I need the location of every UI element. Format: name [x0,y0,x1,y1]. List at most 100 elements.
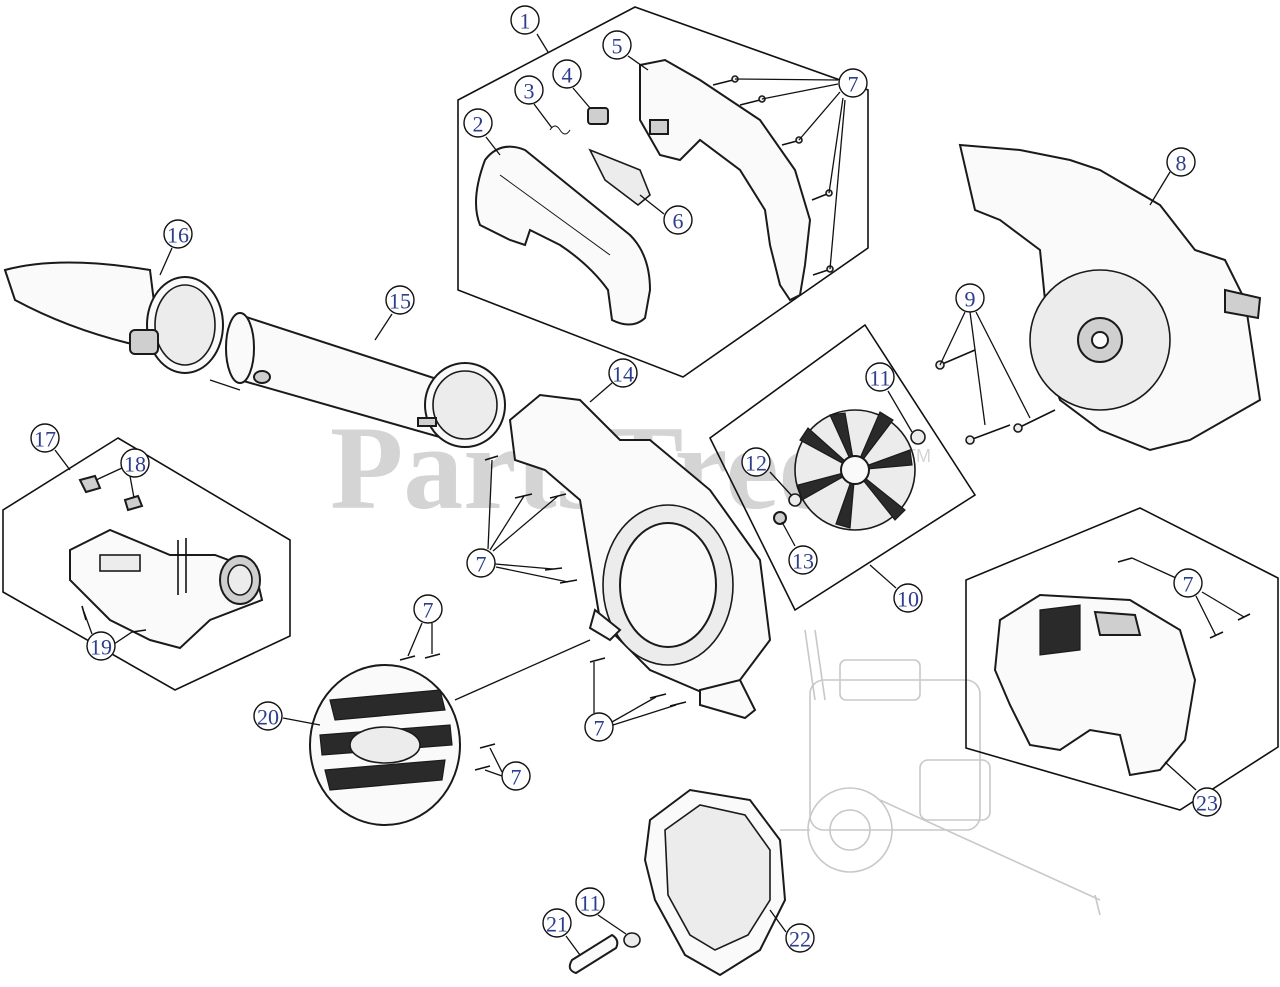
callout-c7b: 7 [466,548,496,578]
frame-handle-assembly [457,6,869,378]
part-washer [623,932,641,948]
callout-leader-c5-0 [627,55,649,71]
callout-circle-c2 [463,108,493,138]
callout-leader-c14-0 [589,382,613,403]
callout-circle-c11a [865,362,895,392]
callout-label-c7a: 7 [848,72,859,97]
callout-label-c11b: 11 [579,891,600,916]
callout-leader-c7b-2 [492,495,559,552]
callout-leader-c7d-2 [612,704,677,726]
leader-lines [209,379,591,701]
part-switch [587,107,609,125]
callout-leader-c7b-4 [495,566,569,583]
callout-leader-c7e-1 [484,769,503,777]
callout-leader-c7b-0 [487,459,493,550]
callout-leader-c7f-0 [1131,557,1177,579]
callout-c9: 9 [955,283,985,313]
callout-circle-c16 [163,219,193,249]
callout-leader-c7a-1 [761,83,839,100]
callout-circle-c12 [741,447,771,477]
callout-label-c12: 12 [745,451,767,476]
part-blower-tube [225,312,506,448]
callout-label-c21: 21 [546,912,568,937]
callout-c20: 20 [253,701,283,731]
callout-c8: 8 [1166,147,1196,177]
callout-c21: 21 [542,908,572,938]
part-fuel-tank [69,474,264,650]
callout-label-c7f: 7 [1183,572,1194,597]
callout-label-c5: 5 [612,34,623,59]
callout-leader-c6-0 [639,194,665,215]
callout-label-c15: 15 [389,289,411,314]
callout-leader-c18-0 [95,467,123,481]
callout-circle-c17 [30,423,60,453]
callout-label-c4: 4 [562,63,573,88]
callout-label-c16: 16 [167,223,189,248]
callout-c23: 23 [1192,787,1222,817]
callout-c7d: 7 [584,712,614,742]
callout-circle-c4 [552,59,582,89]
callout-leader-c7a-2 [798,91,841,141]
callout-c14: 14 [608,358,638,388]
frame-fuel-tank [2,437,291,691]
callout-leader-c7c-0 [407,622,423,657]
callout-leader-c8-0 [1149,171,1171,206]
screws-housing [399,455,687,771]
callout-leader-c7e-0 [489,747,503,773]
callout-c17: 17 [30,423,60,453]
callout-c15: 15 [385,285,415,315]
callout-leader-c7a-0 [734,78,839,81]
callout-circle-c7e [501,761,531,791]
callout-leader-c7d-1 [611,696,657,723]
callout-circle-c18 [120,448,150,478]
frame-engine-cover [965,507,1279,811]
callout-leader-c13-0 [781,521,796,547]
part-intake-guard [309,664,461,826]
callout-circle-c6 [663,205,693,235]
part-spring [549,125,571,135]
callout-leader-c18-1 [129,475,135,499]
callout-label-c2: 2 [473,112,484,137]
callout-c1: 1 [510,5,540,35]
callout-group: 1234567891011121314151617181977777201121… [30,5,1245,956]
callout-label-c6: 6 [673,209,684,234]
callout-circle-c8 [1166,147,1196,177]
callout-c12: 12 [741,447,771,477]
callout-c7f: 7 [1173,568,1203,598]
callout-leader-c15-0 [374,313,393,341]
part-engine-cover [993,557,1251,777]
callout-label-c11a: 11 [869,366,890,391]
part-fan [773,409,926,531]
callout-leader-c21-0 [565,935,581,956]
callout-label-c13: 13 [792,549,814,574]
callout-circle-c5 [602,30,632,60]
callout-circle-c13 [788,545,818,575]
callout-c10: 10 [893,583,923,613]
callout-leader-c17-0 [54,449,71,471]
callout-leader-c16-0 [159,247,173,276]
callout-leader-c12-0 [769,471,793,497]
callout-circle-c7d [584,712,614,742]
callout-circle-c15 [385,285,415,315]
part-fan-housing-front [508,393,772,720]
callout-label-c7b: 7 [476,552,487,577]
callout-label-c18: 18 [124,452,146,477]
callout-c22: 22 [785,923,815,953]
callout-label-c19: 19 [90,635,112,660]
callout-c18: 18 [120,448,150,478]
part-handle [475,145,652,326]
callout-leader-c3-0 [533,103,553,129]
callout-leader-c7b-3 [494,563,554,570]
callout-c16: 16 [163,219,193,249]
callout-circle-c11b [575,887,605,917]
callout-c7a: 7 [838,68,868,98]
part-pin [568,933,619,975]
callout-label-c14: 14 [612,362,634,387]
part-trigger [588,148,651,207]
callout-circle-c20 [253,701,283,731]
callout-label-c3: 3 [524,79,535,104]
callout-leader-c2-0 [485,136,501,156]
callout-circle-c3 [514,75,544,105]
callout-c3: 3 [514,75,544,105]
